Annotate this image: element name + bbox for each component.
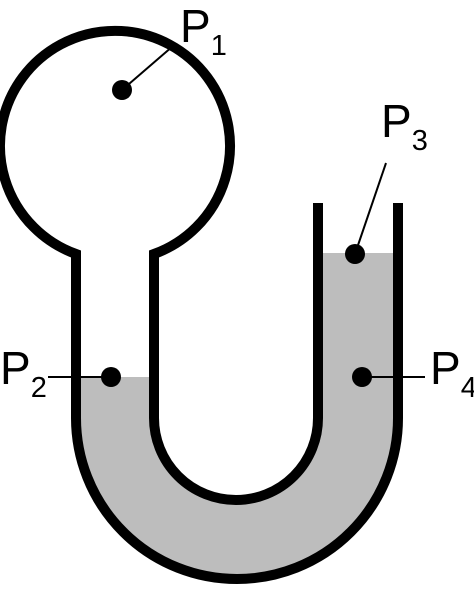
p2-label: P2	[0, 342, 47, 404]
fluid-fill	[76, 253, 398, 579]
p3-point	[345, 244, 365, 264]
p3-label: P3	[381, 95, 428, 157]
outer-wall	[0, 25, 403, 584]
p4-label: P4	[430, 342, 474, 404]
p4-point	[352, 367, 372, 387]
tube-wall	[0, 25, 403, 584]
p1-point	[112, 80, 132, 100]
p1-label: P1	[180, 0, 227, 62]
leader-lines	[48, 45, 425, 378]
p1-leader-line	[121, 45, 174, 91]
p3-leader-line	[354, 162, 387, 255]
measurement-points	[101, 80, 372, 387]
p2-point	[101, 367, 121, 387]
